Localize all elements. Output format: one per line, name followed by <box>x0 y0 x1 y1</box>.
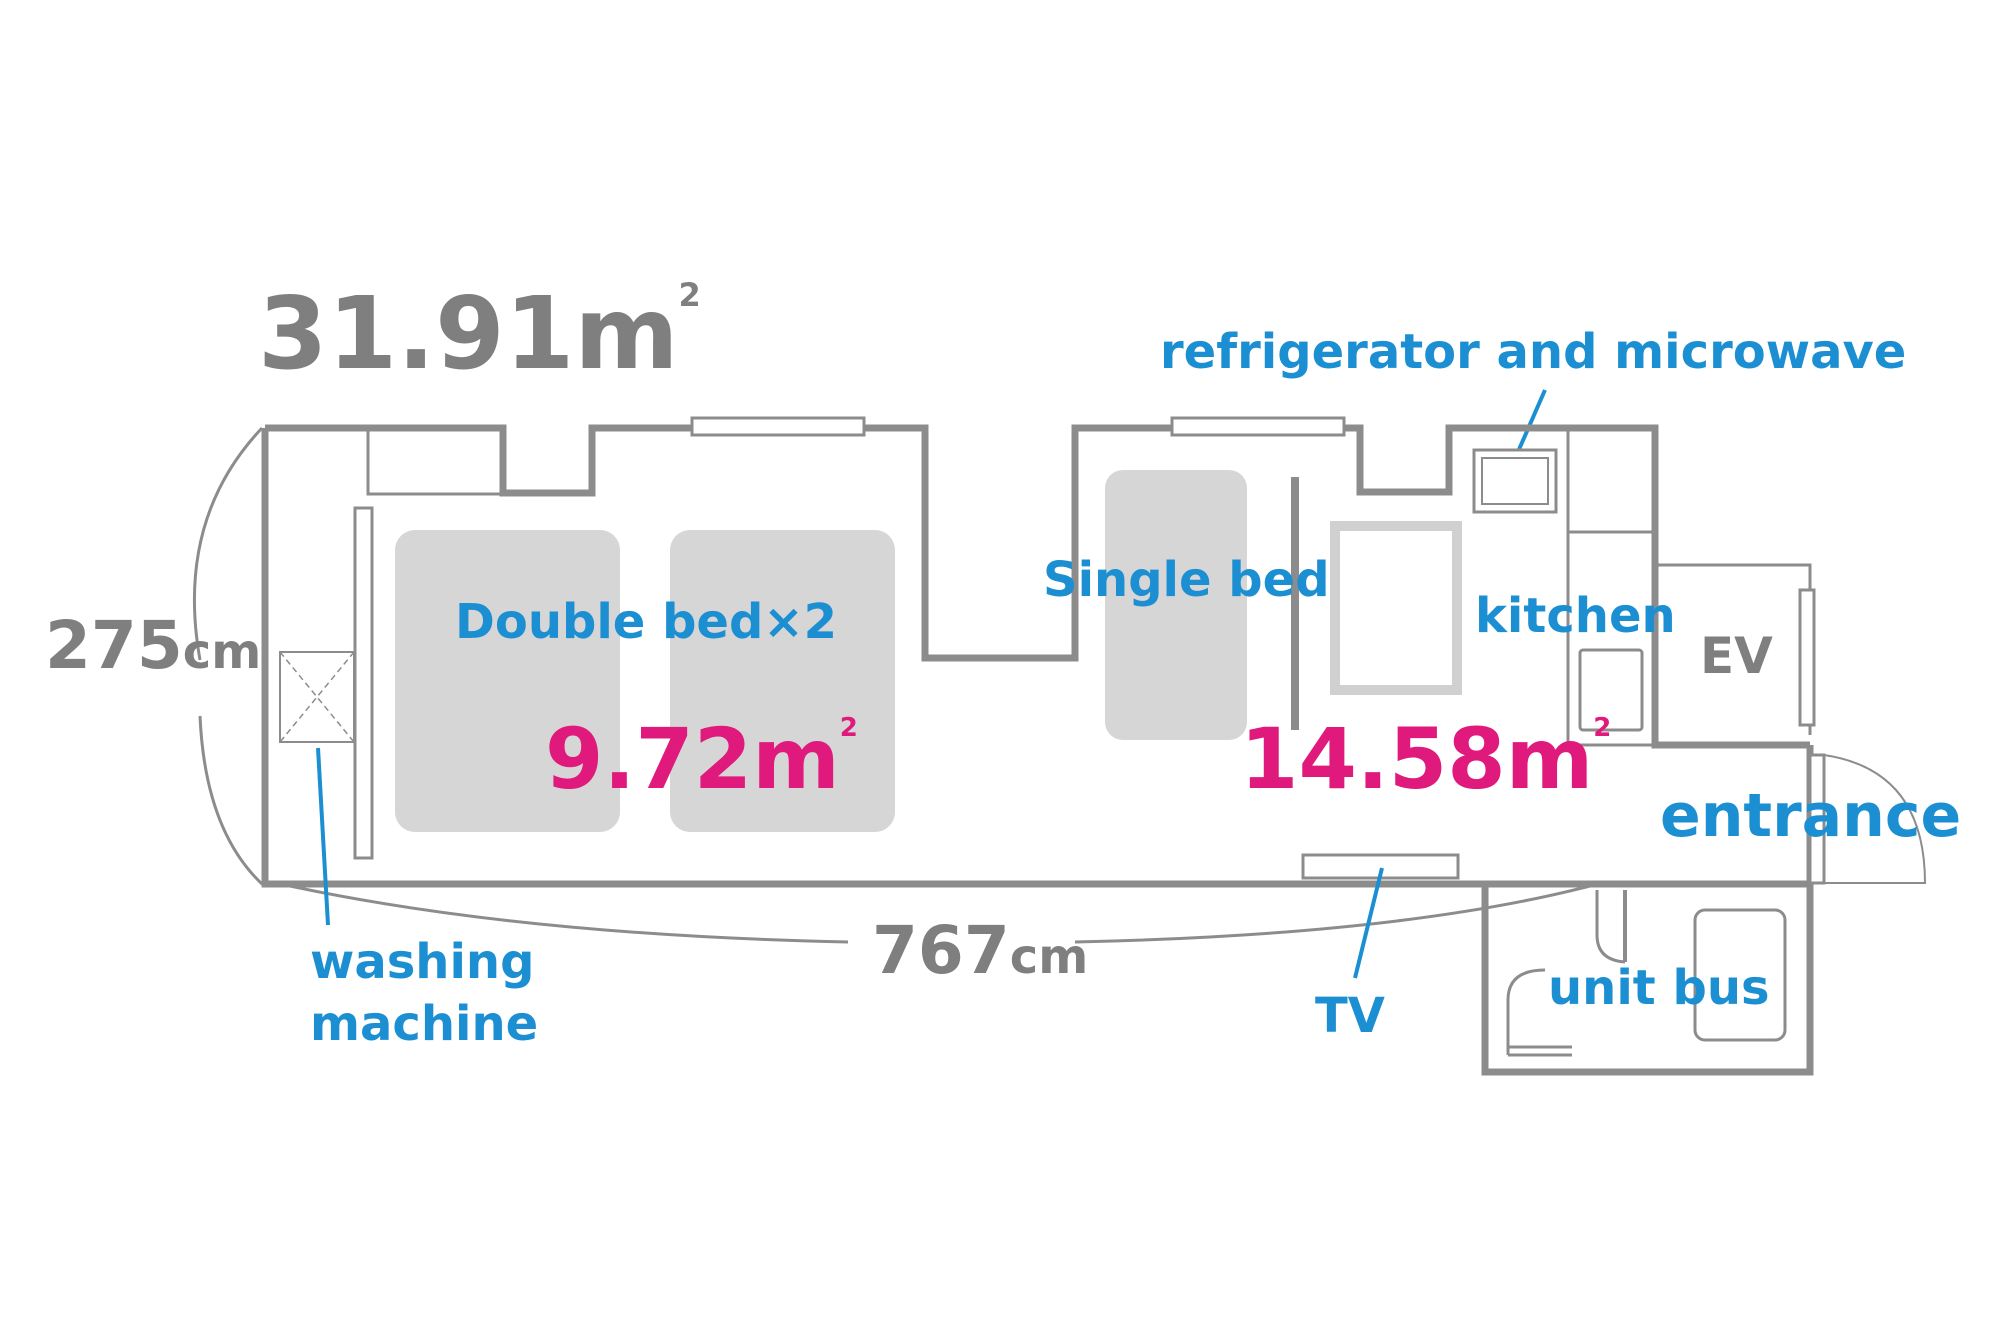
double-bed-label: Double bed×2 <box>455 594 837 650</box>
single-bed-label: Single bed <box>1043 552 1330 608</box>
left-room-area-value: 9.72 <box>545 710 752 808</box>
washing-leader <box>316 747 330 926</box>
right-room-area-unit: m <box>1506 710 1594 808</box>
height-arc-bottom <box>198 715 264 886</box>
microwave-inner <box>1481 457 1549 505</box>
length-arc-right <box>1074 884 1591 944</box>
total-area-value: 31.91 <box>258 275 574 392</box>
entrance-door <box>1808 753 1826 885</box>
height-value: 275 <box>45 607 183 684</box>
right-room-area-value: 14.58 <box>1240 710 1506 808</box>
washing-label-line1: washing <box>310 934 534 990</box>
ev-door <box>1798 588 1816 727</box>
height-unit: cm <box>183 624 261 680</box>
closet-partition <box>366 430 503 496</box>
double-bed-2 <box>670 530 895 832</box>
length-dimension: 767cm <box>872 912 1088 989</box>
washing-machine-box <box>279 651 355 743</box>
refrigerator-box <box>1472 448 1558 514</box>
single-bed <box>1105 470 1247 740</box>
tv-leader <box>1353 867 1384 979</box>
entrance-label: entrance <box>1660 781 1961 851</box>
toilet-outline <box>1506 968 1546 1055</box>
kitchen-sink <box>1578 648 1644 732</box>
entrance-door-swing <box>1823 754 1927 884</box>
bath-door-swing <box>1595 890 1626 964</box>
right-room-area: 14.58m2 <box>1240 710 1611 808</box>
sliding-door <box>353 506 374 860</box>
left-room-area-unit: m <box>752 710 840 808</box>
double-bed-1 <box>395 530 620 832</box>
kitchen-label: kitchen <box>1475 588 1676 644</box>
unit-bus-walls <box>1481 884 1814 1076</box>
top-wall <box>265 424 1810 749</box>
window-top-right <box>1170 416 1346 437</box>
washing-label-line2: machine <box>310 996 538 1052</box>
window-top-left <box>690 416 866 437</box>
refrigerator-label: refrigerator and microwave <box>1160 324 1906 380</box>
bathtub <box>1693 908 1787 1042</box>
height-dimension: 275cm <box>45 607 261 684</box>
kitchen-counter <box>1566 428 1655 747</box>
total-area-unit: m <box>574 275 678 392</box>
total-area-sup: 2 <box>679 276 701 314</box>
left-room-area: 9.72m2 <box>545 710 858 808</box>
tv-label: TV <box>1315 988 1385 1044</box>
length-value: 767 <box>872 912 1010 989</box>
ev-label: EV <box>1700 627 1773 685</box>
total-area-title: 31.91m2 <box>258 275 701 392</box>
table <box>1330 521 1462 695</box>
length-arc-left <box>289 884 849 944</box>
unit-bus-label: unit bus <box>1548 960 1770 1016</box>
height-arc-top <box>192 426 264 661</box>
length-unit: cm <box>1010 929 1088 985</box>
right-room-area-sup: 2 <box>1593 713 1611 743</box>
left-room-area-sup: 2 <box>840 713 858 743</box>
